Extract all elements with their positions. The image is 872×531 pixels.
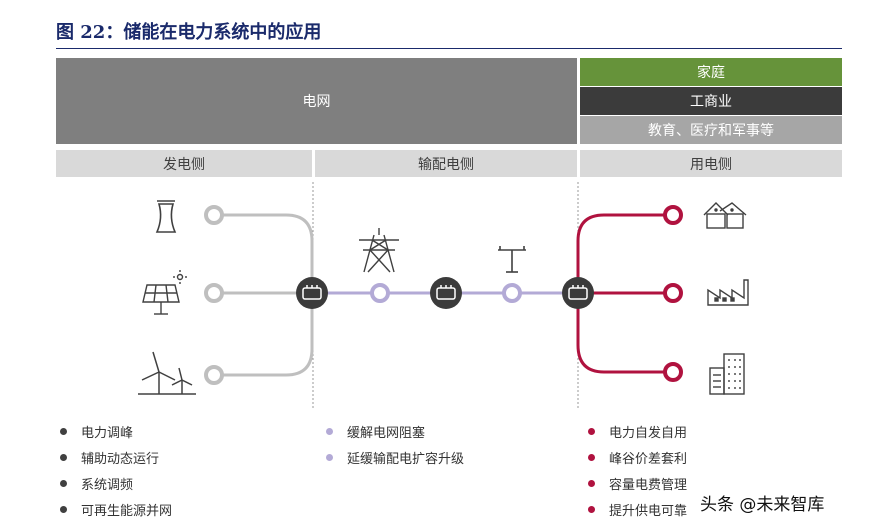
use-line-bottom [576, 293, 664, 374]
consumption-side-label: 用电侧 [580, 150, 842, 177]
bullet-dot [60, 427, 67, 435]
list-item: 系统调频 [60, 470, 172, 496]
wind-turbine-icon [138, 351, 196, 395]
battery-storage-icon [296, 277, 328, 309]
house-icon [703, 202, 747, 229]
list-item: 峰谷价差套利 [588, 444, 687, 470]
home-header: 家庭 [580, 58, 842, 86]
industrial-header: 工商业 [580, 87, 842, 115]
grid-header: 电网 [56, 58, 577, 144]
gen-line-top [222, 213, 314, 293]
trans-connector-right [502, 283, 522, 303]
generation-connectors [204, 205, 224, 385]
use-connector-mid [663, 283, 683, 303]
office-building-icon [709, 353, 745, 395]
bullet-dot [588, 479, 595, 487]
generation-side-label: 发电侧 [56, 150, 312, 177]
bullet-dot [60, 453, 67, 461]
transmission-connectors [370, 283, 522, 303]
list-item: 电力自发自用 [588, 418, 687, 444]
list-item: 辅助动态运行 [60, 444, 172, 470]
solar-panel-icon [142, 270, 187, 315]
list-item: 提升供电可靠 [588, 496, 687, 522]
transmission-side-label: 输配电侧 [315, 150, 577, 177]
bullet-dot [60, 479, 67, 487]
consumption-benefits-list: 电力自发自用 峰谷价差套利 容量电费管理 提升供电可靠 [588, 418, 687, 522]
list-item: 延缓输配电扩容升级 [326, 444, 464, 470]
trans-connector-left [370, 283, 390, 303]
battery-storage-icon [430, 277, 462, 309]
institutions-header: 教育、医疗和军事等 [580, 116, 842, 144]
list-item: 电力调峰 [60, 418, 172, 444]
watermark-text: 头条 @未来智库 [700, 495, 825, 515]
bullet-dot [588, 453, 595, 461]
bullet-dot [588, 427, 595, 435]
figure-title: 图 22：储能在电力系统中的应用 [56, 22, 322, 43]
bullet-dot [588, 505, 595, 513]
bullet-dot [326, 453, 333, 461]
transmission-benefits-list: 缓解电网阻塞 延缓输配电扩容升级 [326, 418, 464, 470]
use-line-top [576, 213, 664, 293]
list-item: 容量电费管理 [588, 470, 687, 496]
gen-line-bottom [222, 293, 314, 377]
list-item: 缓解电网阻塞 [326, 418, 464, 444]
bullet-dot [60, 505, 67, 513]
battery-storage-icon [562, 277, 594, 309]
gen-connector-top [204, 205, 224, 225]
use-connector-bottom [663, 362, 683, 382]
consumption-connectors [663, 205, 683, 382]
list-item: 可再生能源并网 [60, 496, 172, 522]
generation-benefits-list: 电力调峰 辅助动态运行 系统调频 可再生能源并网 [60, 418, 172, 522]
transmission-tower-icon [359, 228, 399, 273]
title-underline [56, 48, 842, 49]
factory-icon [707, 279, 749, 306]
gen-connector-bottom [204, 365, 224, 385]
use-connector-top [663, 205, 683, 225]
gen-connector-mid [204, 283, 224, 303]
utility-pole-icon [498, 246, 526, 273]
bullet-dot [326, 427, 333, 435]
cooling-tower-icon [155, 200, 177, 233]
